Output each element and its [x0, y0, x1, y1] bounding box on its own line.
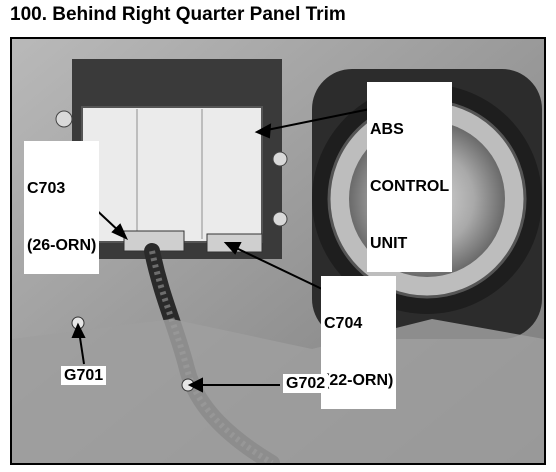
- callout-c704-line-1: C704: [324, 315, 363, 332]
- leader-c704: [231, 245, 323, 290]
- callout-g701: G701: [61, 366, 107, 385]
- callout-c703-line-1: C703: [27, 180, 66, 197]
- callout-c703-line-2: (26-ORN): [27, 237, 97, 254]
- callout-c704: C704 (22-ORN): [321, 276, 397, 409]
- callout-abs-control-unit: ABS CONTROL UNIT: [367, 82, 453, 272]
- callout-abs-line-3: UNIT: [370, 235, 408, 252]
- lower-panel: [12, 319, 544, 463]
- callout-c704-line-2: (22-ORN): [324, 372, 394, 389]
- callout-g702: G702: [283, 374, 329, 393]
- leader-abs: [261, 108, 371, 132]
- callout-abs-line-2: CONTROL: [370, 178, 450, 195]
- figure-title: 100. Behind Right Quarter Panel Trim: [10, 4, 346, 25]
- callout-c703: C703 (26-ORN): [24, 141, 100, 274]
- callout-abs-line-1: ABS: [370, 121, 404, 138]
